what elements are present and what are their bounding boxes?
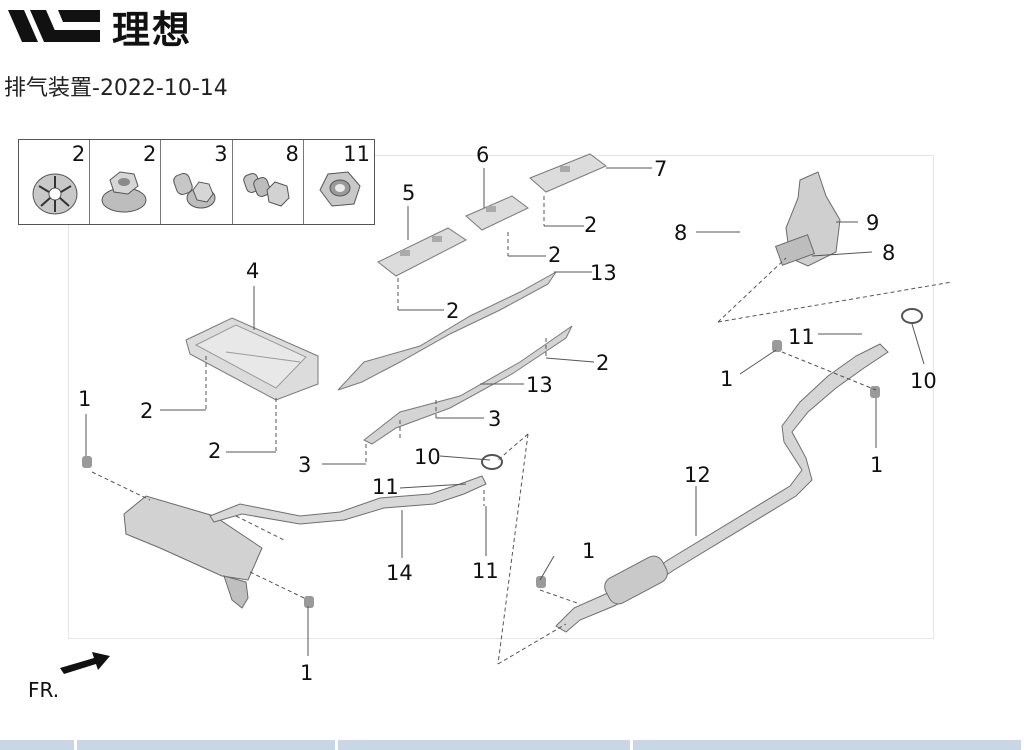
front-label: FR. xyxy=(28,678,60,702)
fastener-cell: 3 xyxy=(161,140,233,224)
bottom-bar-segment xyxy=(0,740,74,750)
hex-nut-icon xyxy=(319,171,361,207)
fastener-qty: 8 xyxy=(285,142,299,166)
callout-2: 2 xyxy=(208,439,221,463)
callout-7: 7 xyxy=(654,157,667,181)
heat-shield-part-5 xyxy=(377,227,467,277)
callout-9: 9 xyxy=(866,211,879,235)
fastener-qty: 2 xyxy=(143,142,157,166)
fastener-cell: 2 xyxy=(90,140,162,224)
callout-13: 13 xyxy=(590,261,617,285)
bottom-bar-segment xyxy=(338,740,630,750)
callout-11: 11 xyxy=(472,559,499,583)
callout-11: 11 xyxy=(372,475,399,499)
shoulder-bolt-icon xyxy=(242,173,290,207)
front-pipe-part-12 xyxy=(555,343,889,633)
document-title: 排气装置-2022-10-14 xyxy=(4,76,228,101)
gasket-part-10 xyxy=(481,308,923,470)
fastener-legend: 2 2 3 8 11 xyxy=(18,139,375,225)
fastener-qty: 2 xyxy=(71,142,86,166)
callout-10: 10 xyxy=(910,369,937,393)
callout-10: 10 xyxy=(414,445,441,469)
callout-2: 2 xyxy=(584,213,597,237)
catalytic-converter-part-9 xyxy=(774,171,841,267)
rear-muffler-part-14 xyxy=(123,475,487,609)
callout-8: 8 xyxy=(674,221,687,245)
callout-5: 5 xyxy=(402,181,415,205)
callout-8: 8 xyxy=(882,241,895,265)
callout-4: 4 xyxy=(246,259,259,283)
callout-2: 2 xyxy=(140,399,153,423)
callout-1: 1 xyxy=(582,539,595,563)
fastener-qty: 3 xyxy=(214,142,228,166)
callout-14: 14 xyxy=(386,561,413,585)
rubber-hangers-part-1 xyxy=(82,340,880,608)
callout-6: 6 xyxy=(476,143,489,167)
brand-name: 理想 xyxy=(112,7,193,52)
heat-shield-part-6 xyxy=(465,195,529,231)
callout-11: 11 xyxy=(788,325,815,349)
bottom-bar-segment xyxy=(77,740,335,750)
bottom-bar xyxy=(0,740,1024,750)
li-auto-logo-icon xyxy=(8,10,100,42)
callout-1: 1 xyxy=(870,453,883,477)
callout-12: 12 xyxy=(684,463,711,487)
bottom-bar-segment xyxy=(633,740,1021,750)
fastener-cell: 11 xyxy=(304,140,374,224)
fastener-cell: 8 xyxy=(233,140,304,224)
dashed-connectors xyxy=(91,196,953,665)
callout-1: 1 xyxy=(78,387,91,411)
hex-flange-bolt-icon xyxy=(173,173,216,209)
callout-2: 2 xyxy=(446,299,459,323)
callout-13: 13 xyxy=(526,373,553,397)
bracket-part-13 xyxy=(337,271,573,445)
callout-3: 3 xyxy=(298,453,311,477)
callout-numbers: 1 1 1 1 1 2 2 2 2 2 2 3 3 4 5 6 7 8 8 9 … xyxy=(78,143,937,685)
heat-shield-part-4 xyxy=(185,317,319,401)
callout-3: 3 xyxy=(488,407,501,431)
leader-lines xyxy=(85,167,925,656)
brand: 理想 xyxy=(8,4,192,52)
spring-clamp-washer-icon xyxy=(32,173,78,215)
fastener-qty: 11 xyxy=(343,142,371,166)
callout-2: 2 xyxy=(548,243,561,267)
fastener-cell: 2 xyxy=(19,140,91,224)
heat-shield-part-7 xyxy=(529,153,607,193)
callout-1: 1 xyxy=(300,661,313,685)
callout-1: 1 xyxy=(720,367,733,391)
front-direction-arrow-icon xyxy=(60,652,110,674)
callout-2: 2 xyxy=(596,351,609,375)
flange-nut-icon xyxy=(101,171,147,213)
